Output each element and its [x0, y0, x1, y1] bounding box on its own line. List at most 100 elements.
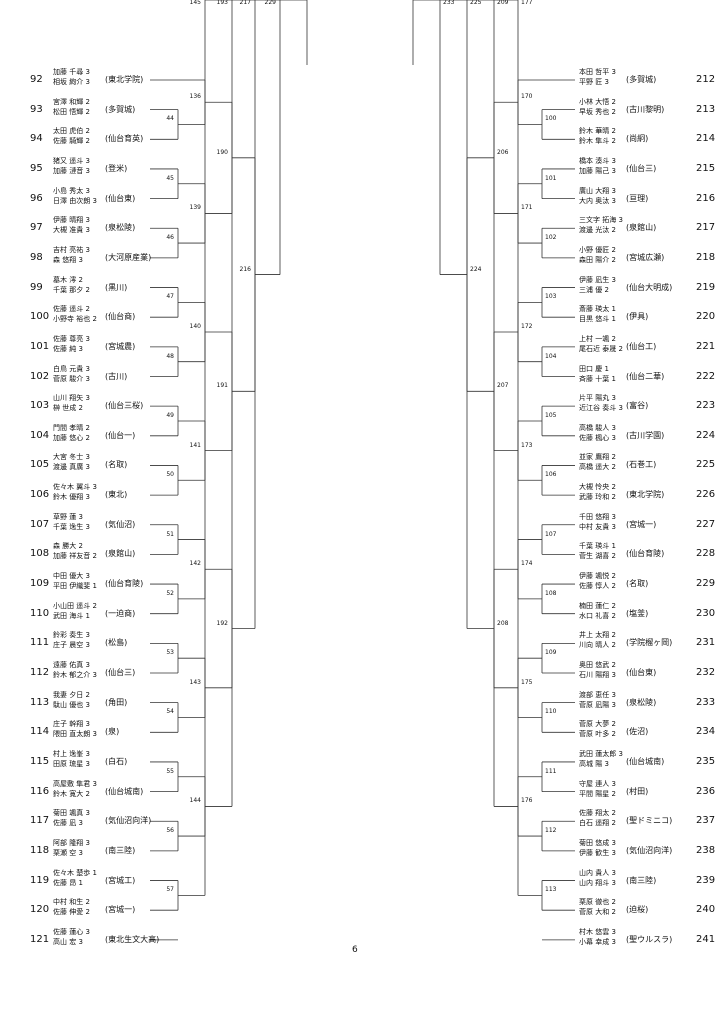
player-name: 伊藤 颯悦 2 — [579, 572, 616, 581]
entry-seed: 95 — [30, 162, 43, 174]
player-name: 渡邊 真廣 3 — [53, 463, 90, 472]
player-name: 平間 陽星 2 — [579, 789, 616, 798]
entry-school: (泉館山) — [626, 223, 657, 233]
player-name: 佐藤 騎輝 2 — [53, 137, 90, 146]
entry-school: (仙台工) — [626, 341, 657, 351]
entry-seed: 225 — [696, 459, 716, 471]
match-number: 55 — [166, 767, 174, 775]
entry-seed: 111 — [30, 637, 50, 649]
match-number: 208 — [497, 619, 509, 627]
match-number: 109 — [545, 649, 557, 657]
match-number: 177 — [521, 0, 533, 6]
match-number: 144 — [189, 797, 201, 805]
entry-seed: 216 — [696, 192, 716, 204]
player-name: 三文字 拓海 3 — [579, 216, 623, 225]
entry-school: (東北学院) — [105, 75, 144, 84]
entry-school: (佐沼) — [626, 727, 649, 737]
match-number: 105 — [545, 411, 557, 419]
entry-school: (仙台育英) — [105, 134, 144, 144]
player-name: 猪又 遥斗 3 — [53, 156, 90, 165]
entry-school: (宮城一) — [626, 519, 657, 529]
player-name: 佐藤 蓮心 3 — [53, 927, 90, 936]
player-name: 墓木 澪 2 — [53, 275, 83, 284]
entry-school: (仙台東) — [626, 668, 657, 677]
player-name: 山内 翔斗 3 — [579, 878, 616, 887]
entry-seed: 236 — [696, 785, 716, 797]
player-name: 小林 大悟 2 — [579, 97, 616, 106]
player-name: 千葉 瑛斗 1 — [579, 542, 616, 551]
player-name: 中田 優大 3 — [53, 572, 90, 581]
entry-school: (伊具) — [626, 312, 649, 322]
match-number: 53 — [166, 649, 174, 657]
entry-seed: 114 — [30, 726, 50, 738]
entry-school: (名取) — [105, 460, 128, 470]
player-name: 太田 虎伯 2 — [53, 127, 90, 136]
entry-school: (仙台商) — [105, 312, 136, 322]
match-number: 102 — [545, 234, 557, 242]
entry-seed: 99 — [30, 281, 43, 293]
match-number: 141 — [189, 441, 201, 449]
match-number: 171 — [521, 204, 533, 212]
match-number: 209 — [497, 0, 509, 6]
match-number: 217 — [239, 0, 251, 6]
player-name: 佐藤 純 3 — [53, 344, 83, 353]
player-name: 小野 優匠 2 — [579, 245, 616, 254]
entry-school: (東北学院) — [626, 490, 665, 500]
match-number: 139 — [189, 204, 201, 212]
player-name: 佐藤 伸愛 2 — [53, 908, 90, 917]
match-number: 104 — [545, 352, 557, 360]
entry-seed: 217 — [696, 222, 716, 234]
match-number: 112 — [545, 827, 557, 835]
entry-seed: 98 — [30, 251, 43, 263]
player-name: 井上 太翔 2 — [579, 631, 616, 640]
entry-school: (宮城農) — [105, 341, 136, 351]
entry-seed: 239 — [696, 874, 716, 886]
player-name: 本田 哲平 3 — [579, 68, 616, 76]
player-name: 武藤 玲和 2 — [579, 493, 616, 502]
player-name: 伊藤 晴翔 3 — [53, 216, 90, 225]
entry-seed: 116 — [30, 785, 50, 797]
match-number: 207 — [497, 382, 509, 390]
player-name: 佐藤 尊亮 3 — [53, 334, 90, 343]
entry-school: (泉館山) — [105, 549, 136, 559]
player-name: 村木 悠雲 3 — [579, 927, 616, 936]
player-name: 伊藤 歓生 3 — [579, 848, 616, 857]
player-name: 遠藤 佑真 3 — [53, 661, 90, 669]
player-name: 森田 陽介 2 — [579, 255, 616, 264]
player-name: 平田 伊織斐 1 — [53, 582, 97, 591]
entry-seed: 241 — [696, 933, 716, 945]
player-name: 佐藤 楓心 3 — [579, 433, 616, 442]
entry-seed: 231 — [696, 637, 716, 649]
player-name: 山川 翔矢 3 — [53, 394, 90, 403]
player-name: 菅原 凪陽 3 — [579, 700, 616, 709]
entry-seed: 224 — [696, 429, 716, 441]
